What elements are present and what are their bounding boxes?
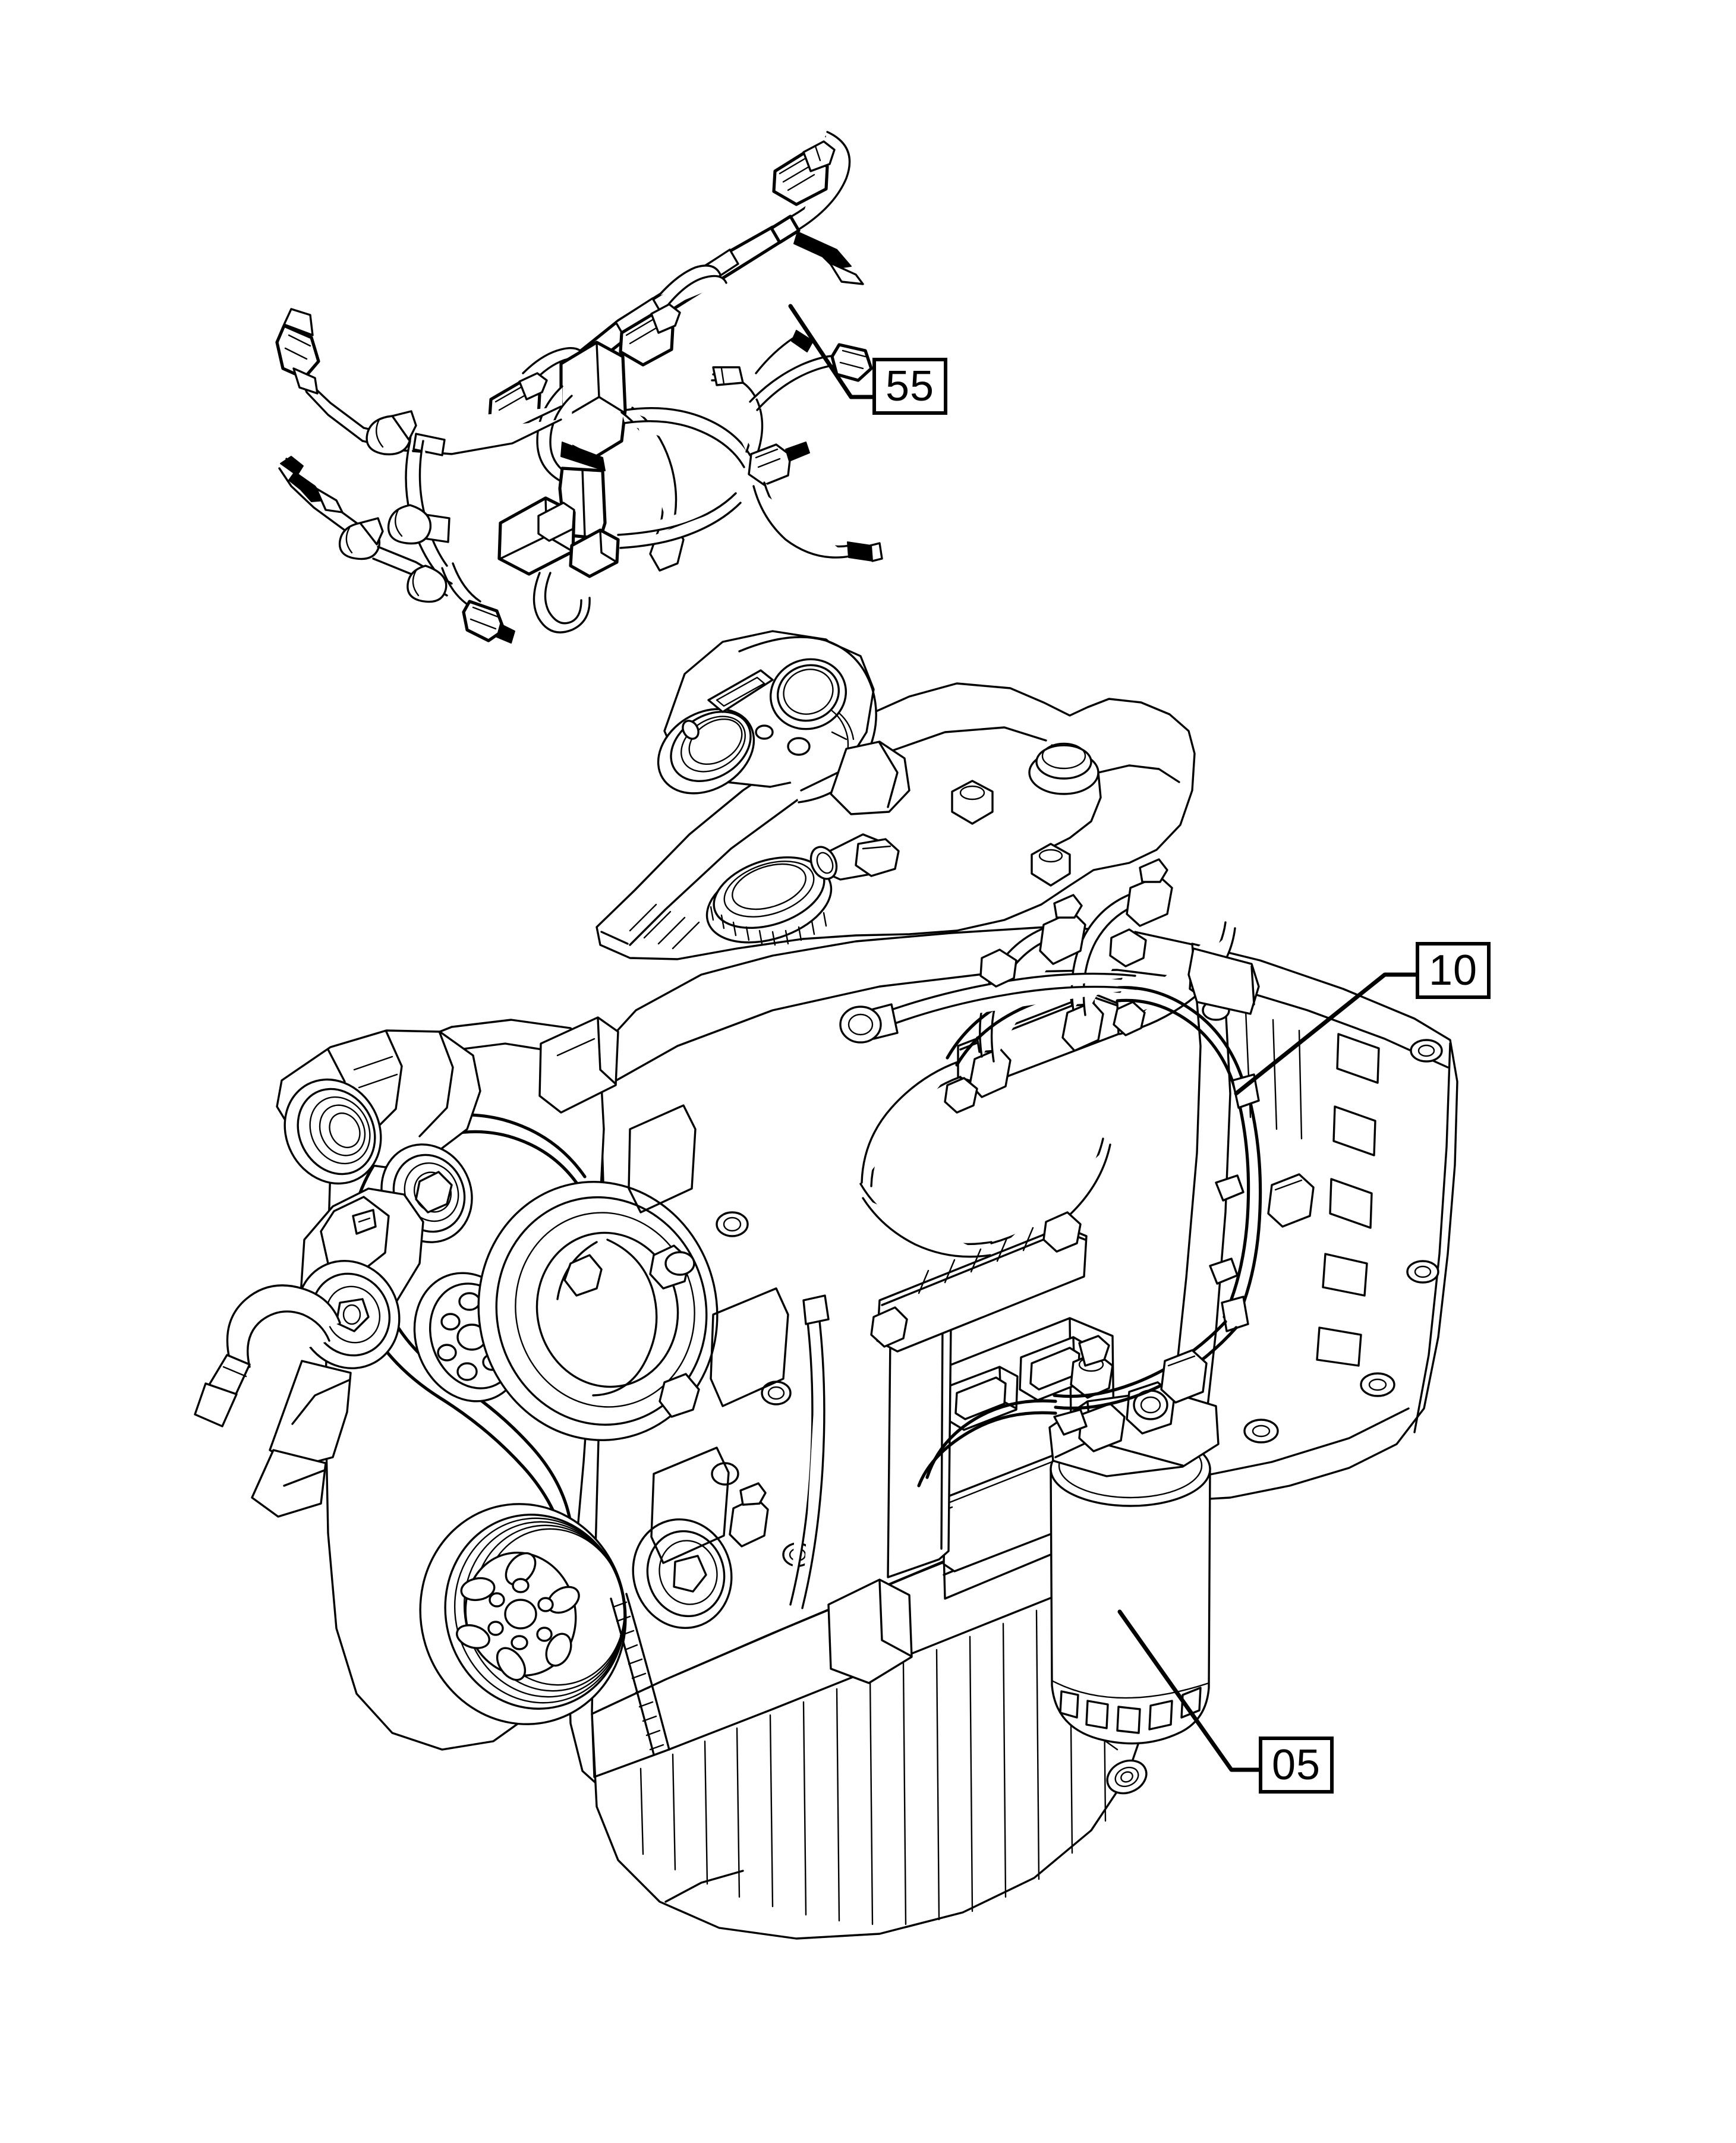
damper-lightening-holes [456, 1552, 580, 1681]
harness-branch-left-descend [387, 440, 515, 644]
valve-cover-elbow-fitting [809, 833, 900, 881]
harness-junction-block [536, 341, 627, 540]
crankshaft-damper-pulley [419, 1503, 627, 1725]
fan-drive-pulley [477, 1181, 719, 1441]
bellhousing-slots [1316, 1033, 1380, 1367]
callout-55-label: 55 [885, 363, 935, 410]
turbocharger [657, 630, 910, 815]
engine-wiring-harness-illustration [275, 131, 883, 644]
block-harness-connector-1 [1267, 1173, 1315, 1228]
oil-filter-base-ring [1051, 1679, 1210, 1734]
valve-cover-nut-4 [1031, 843, 1071, 887]
harness-ecu-connector-block [497, 496, 620, 634]
harness-clip-right [793, 231, 864, 285]
harness-trailing-lead [617, 492, 742, 549]
rear-top-mount [1187, 947, 1260, 1015]
harness-connector-mid [619, 264, 727, 367]
crank-position-sensor [729, 1482, 769, 1548]
callout-55-box[interactable]: 55 [872, 358, 947, 415]
alternator-pulley [283, 1078, 382, 1185]
lower-idler-pulley [632, 1518, 733, 1629]
starter-ring-gear-teeth [610, 1593, 670, 1756]
fuel-return-lines [859, 1137, 1111, 1258]
oil-filter-canister [1048, 1335, 1220, 1745]
damper-bolt-holes [487, 1578, 554, 1650]
harness-branch-right-sensors [623, 330, 883, 562]
callout-leader-lines [788, 304, 1418, 1772]
valve-cover [596, 682, 1196, 1007]
block-detail [628, 928, 1227, 1684]
engine-assembly-illustration [194, 630, 1458, 1940]
oil-drain-plug [1099, 1728, 1148, 1795]
breather-cap [1028, 742, 1099, 795]
callout-10-label: 10 [1428, 947, 1478, 994]
leader-55 [788, 304, 875, 399]
valve-cover-nut-3 [951, 780, 994, 825]
callout-10-box[interactable]: 10 [1416, 942, 1491, 999]
harness-branch-left [275, 308, 562, 456]
callout-05-label: 05 [1271, 1741, 1321, 1789]
leader-10 [1234, 972, 1418, 1096]
engine-mounted-harness [917, 976, 1315, 1488]
harness-branch-lower-left [278, 456, 453, 603]
callout-05-box[interactable]: 05 [1259, 1737, 1334, 1794]
injector-hold-downs [1039, 858, 1173, 965]
oil-filler-cap [705, 856, 833, 946]
block-harness-connector-2 [1160, 1349, 1208, 1404]
ecm-connector-ports [945, 1336, 1091, 1431]
harness-connector-upper-right [772, 131, 851, 231]
coolant-outlet-hose [194, 1284, 352, 1518]
leader-05 [1117, 1609, 1261, 1772]
ecm-mount-rail [870, 1211, 1088, 1353]
front-lift-bracket [538, 1016, 619, 1114]
